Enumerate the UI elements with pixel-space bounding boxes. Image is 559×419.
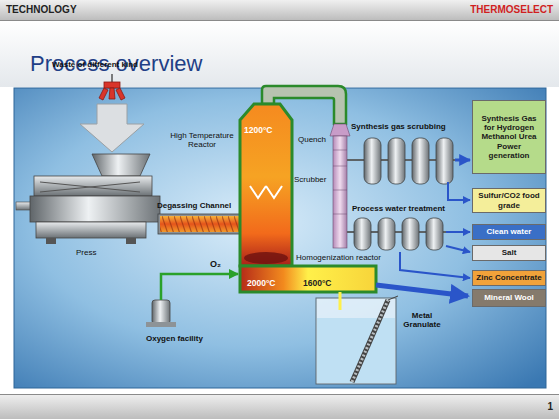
homogenization-reactor: [240, 266, 376, 292]
product-box: Clean water: [472, 224, 546, 240]
label: 1: [547, 401, 553, 412]
product-name: Synthesis Gas for Hydrogen Methanol Urea…: [473, 112, 545, 162]
header-bar: [0, 0, 559, 20]
product-box: Mineral Wool: [472, 289, 546, 307]
product-name: Zinc Concentrate: [473, 271, 544, 284]
background-panel: [14, 88, 546, 388]
press: [16, 154, 160, 244]
vessel: [378, 218, 395, 250]
vessel: [436, 138, 453, 184]
vessel: [364, 138, 381, 184]
vessel: [426, 218, 443, 250]
label: 1600°C: [303, 279, 331, 288]
label: 2000°C: [247, 279, 275, 288]
granulation-bath: [316, 292, 398, 384]
product-arrows: [376, 160, 470, 296]
footer-bar: [0, 394, 559, 419]
vessel: [388, 138, 405, 184]
feed-arrow: [80, 104, 144, 152]
label: Homogenization reactor: [296, 254, 381, 263]
label: Press: [76, 249, 96, 258]
oxygen-facility: [146, 274, 238, 327]
vessel: [412, 138, 429, 184]
label: Waste of different kind: [52, 61, 138, 70]
label: High Temperature Reactor: [166, 132, 238, 150]
label: 1200°C: [244, 126, 272, 135]
product-box: Zinc Concentrate: [472, 270, 546, 286]
vessel: [354, 218, 371, 250]
label: Process water treatment: [352, 205, 445, 214]
label: THERMOSELECT: [470, 4, 553, 15]
label: Degassing Channel: [157, 202, 231, 211]
product-name: Clean water: [484, 225, 535, 238]
crane-claw: [99, 82, 125, 100]
label: TECHNOLOGY: [6, 4, 77, 15]
product-name: Sulfur/CO2 food grade: [473, 189, 545, 211]
product-box: Sulfur/CO2 food grade: [472, 188, 546, 213]
vessel: [402, 218, 419, 250]
gas-scrubbing-vessels: [362, 138, 455, 184]
label: O₂: [210, 260, 221, 270]
label: Scrubber: [294, 176, 326, 185]
water-treatment-vessels: [352, 218, 446, 250]
label: Oxygen facility: [146, 335, 203, 344]
label: Quench: [298, 136, 326, 145]
product-box: Synthesis Gas for Hydrogen Methanol Urea…: [472, 100, 546, 174]
label: Synthesis gas scrubbing: [351, 123, 446, 132]
degassing-channel: [158, 214, 242, 234]
label: Metal Granulate: [400, 312, 444, 330]
product-name: Mineral Wool: [481, 291, 537, 304]
product-box: Salt: [472, 245, 546, 261]
high-temperature-reactor: [240, 104, 292, 266]
product-name: Salt: [499, 246, 520, 259]
